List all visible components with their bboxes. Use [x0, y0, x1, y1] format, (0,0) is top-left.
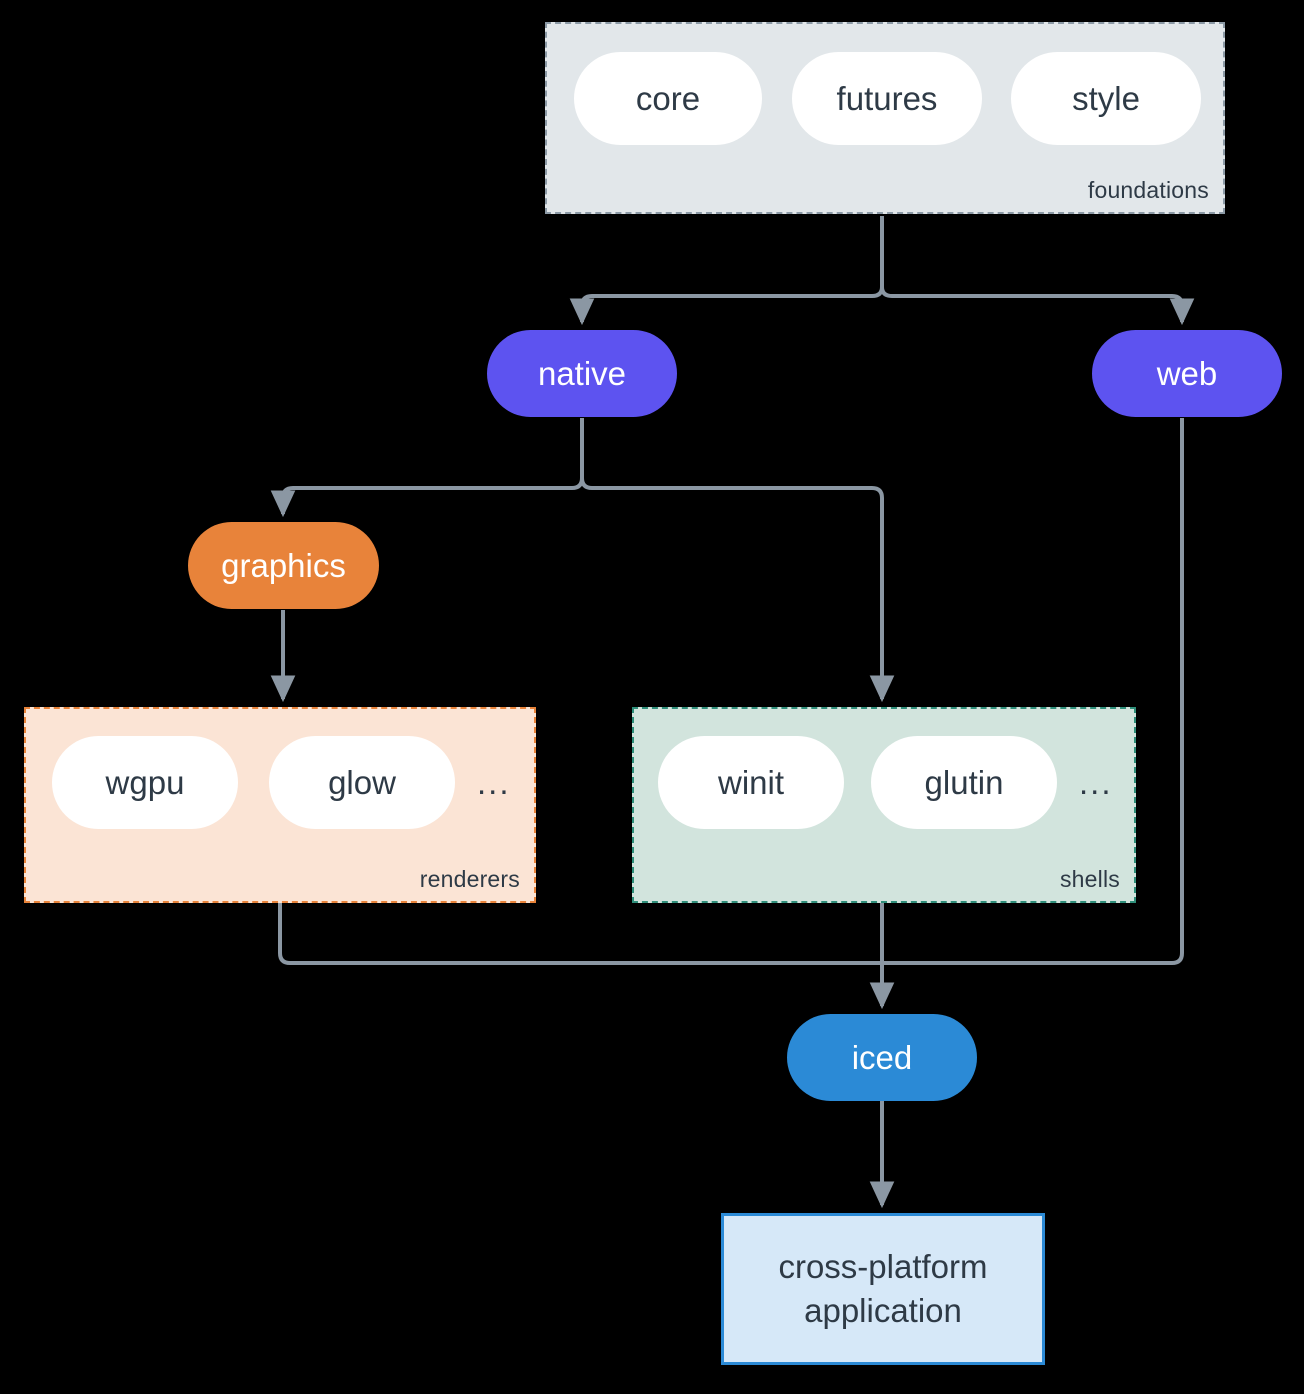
edge-foundations-web: [880, 216, 1195, 326]
group-foundations: core futures style foundations: [545, 22, 1225, 214]
shells-ellipsis: ...: [1079, 764, 1113, 801]
node-graphics[interactable]: graphics: [188, 522, 379, 609]
terminal-line-1: cross-platform: [778, 1248, 988, 1286]
node-cross-platform-application[interactable]: cross-platform application: [721, 1213, 1045, 1365]
edge-foundations-native: [569, 216, 884, 326]
leaf-glutin[interactable]: glutin: [871, 736, 1057, 829]
node-iced[interactable]: iced: [787, 1014, 977, 1101]
node-web[interactable]: web: [1092, 330, 1282, 417]
terminal-line-2: application: [804, 1292, 962, 1329]
renderers-ellipsis: ...: [477, 764, 511, 801]
group-label-shells: shells: [1059, 866, 1120, 892]
edge-native-graphics: [270, 418, 584, 518]
group-shells: winit glutin ... shells: [632, 707, 1136, 903]
edge-native-shells: [580, 418, 895, 703]
leaf-glow[interactable]: glow: [269, 736, 455, 829]
node-native[interactable]: native: [487, 330, 677, 417]
group-renderers: wgpu glow ... renderers: [24, 707, 536, 903]
edge-renderers-iced: [278, 903, 882, 965]
leaf-wgpu[interactable]: wgpu: [52, 736, 238, 829]
leaf-winit[interactable]: winit: [658, 736, 844, 829]
leaf-style[interactable]: style: [1011, 52, 1201, 145]
leaf-core[interactable]: core: [574, 52, 762, 145]
group-label-foundations: foundations: [1087, 177, 1209, 203]
leaf-futures[interactable]: futures: [792, 52, 982, 145]
group-label-renderers: renderers: [419, 866, 520, 892]
